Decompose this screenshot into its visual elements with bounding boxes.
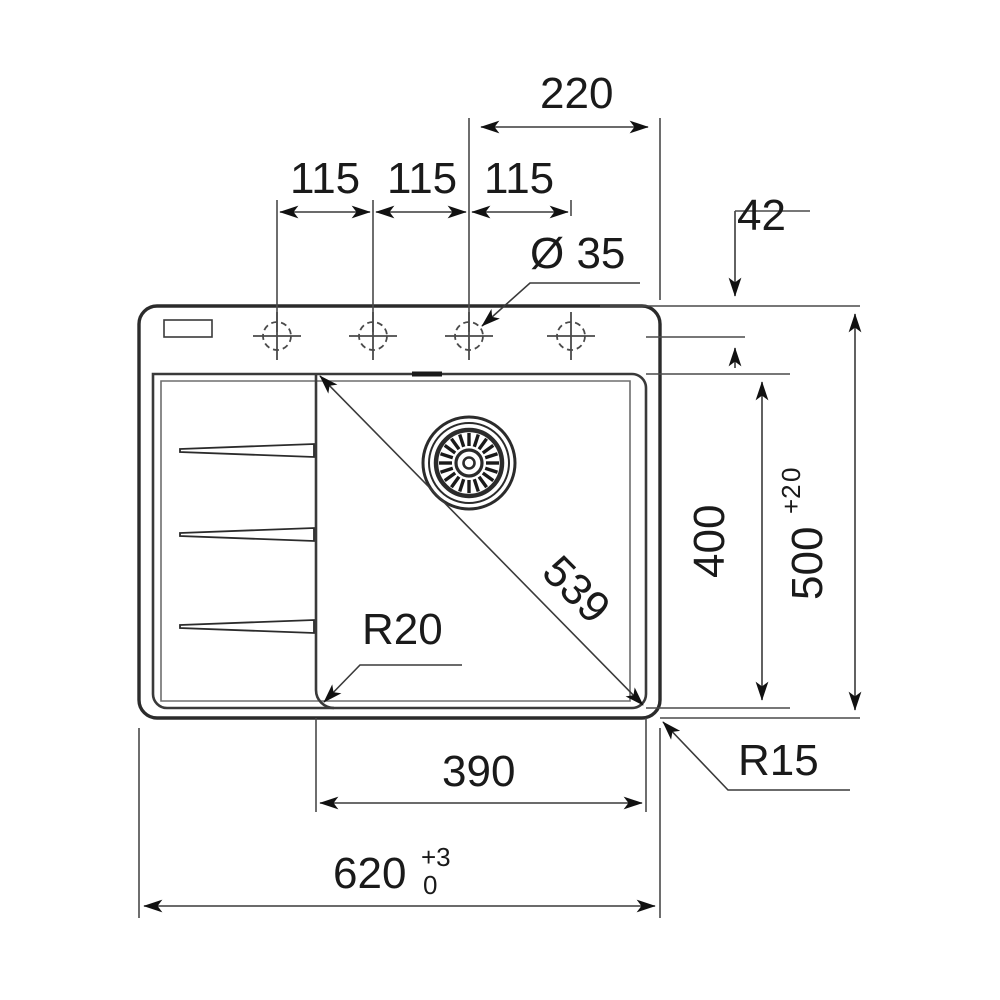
groove-2	[179, 527, 315, 542]
dim-115-2-label: 115	[387, 154, 457, 203]
overflow-slot	[163, 319, 213, 338]
dimension-r20: R20	[323, 605, 462, 703]
dim-500-tol-upper: +2	[776, 484, 806, 514]
recess-outline	[151, 372, 648, 710]
dimension-400: 400	[685, 381, 769, 701]
sink-body	[137, 304, 662, 720]
tap-hole-4	[547, 312, 595, 360]
bowl-left-divider	[314, 374, 335, 710]
groove-1	[179, 443, 315, 458]
dim-115-3-label: 115	[484, 154, 554, 203]
dim-r15-label: R15	[738, 736, 819, 785]
groove-3	[179, 619, 315, 634]
dim-r20-label: R20	[362, 605, 443, 654]
dim-539-label: 539	[533, 546, 620, 633]
dimension-42: 42	[600, 191, 860, 719]
dim-115-1-label: 115	[290, 154, 360, 203]
dim-620-tol-upper: +3	[421, 842, 451, 872]
sink-outer-edge	[137, 304, 662, 720]
dimension-diameter-35: Ø 35	[481, 229, 640, 327]
dimension-115-group: 115 115 115	[279, 154, 569, 219]
dim-400-label: 400	[685, 505, 734, 578]
dimension-220: 220	[480, 69, 649, 134]
dim-620-label: 620	[333, 849, 406, 898]
dim-500-label: 500	[783, 527, 832, 600]
extension-lines-top	[276, 118, 661, 332]
tap-holes-group	[253, 312, 595, 360]
strainer-slots	[439, 433, 499, 493]
dim-620-tol-lower: 0	[423, 870, 437, 900]
dim-d35-label: Ø 35	[530, 229, 625, 278]
dimension-500: 500 +2 0	[776, 313, 862, 711]
dim-42-label: 42	[737, 191, 786, 240]
dimension-390: 390	[315, 718, 647, 812]
drainboard-grooves	[179, 443, 315, 634]
dim-390-label: 390	[442, 747, 515, 796]
bowl-and-drainboard	[151, 371, 648, 710]
dim-500-tol-lower: 0	[776, 468, 806, 482]
dimension-r15: R15	[662, 721, 850, 791]
dimension-620: 620 +3 0	[138, 728, 661, 918]
dim-220-label: 220	[540, 69, 613, 118]
